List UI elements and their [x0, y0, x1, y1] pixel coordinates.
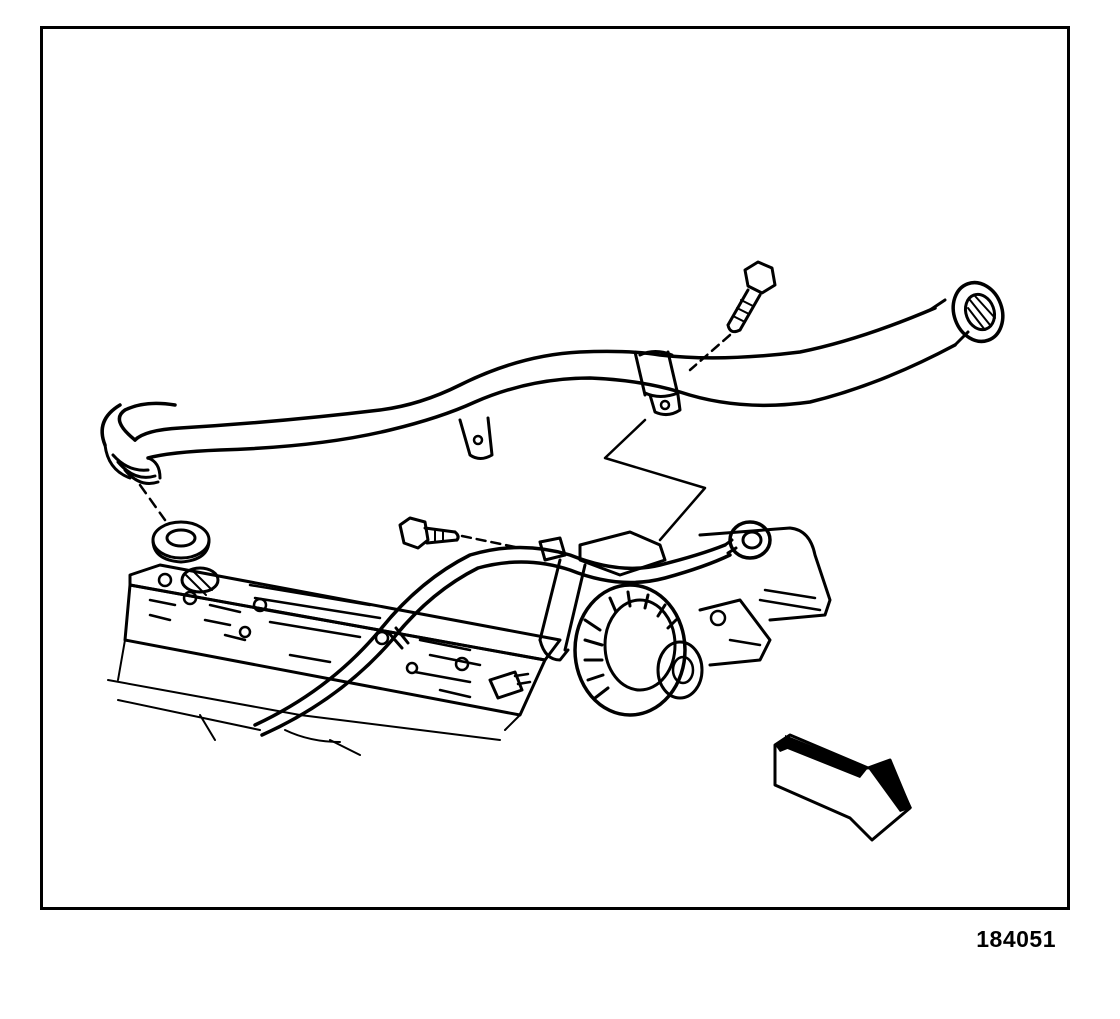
- oil-fill-tube: [100, 280, 1005, 485]
- wire-harness: [253, 520, 772, 737]
- valve-cover: [107, 563, 562, 756]
- bolt-icon: [726, 260, 777, 334]
- ring-terminal: [723, 520, 772, 560]
- lower-bolt-icon: [398, 516, 460, 550]
- figure-frame: [40, 26, 1070, 910]
- intake-housing: [698, 526, 832, 622]
- arrow-icon: [773, 733, 912, 842]
- filler-cap: [951, 280, 1005, 344]
- alternator: [573, 583, 772, 717]
- grommet-icon: [151, 520, 211, 564]
- figure-id-label: 184051: [976, 926, 1056, 952]
